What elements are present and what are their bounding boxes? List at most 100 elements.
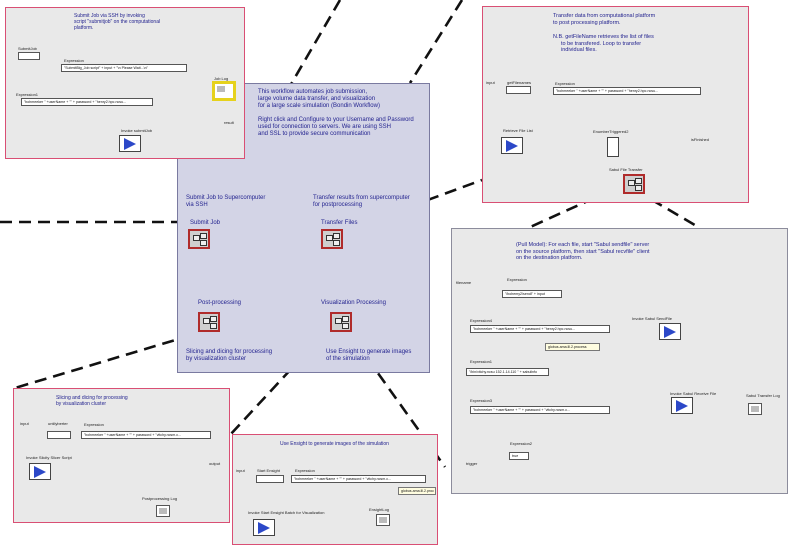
vis-desc-line-2: of the simulation [326,356,370,362]
transfer-files-subworkflow: Transfer data from computational platfor… [482,6,749,203]
getfilenames-field[interactable] [506,86,531,94]
config-note-line-1: Right click and Configure to your Userna… [258,117,414,123]
transfer-panel-desc-2: to post processing platform. [553,19,621,26]
vis-desc-line-1: Use Ensight to generate images [326,349,412,355]
trigger-label: trigger [466,461,478,466]
submit-output-label: result [224,120,234,125]
submit-panel-desc-3: platform. [74,25,94,31]
job-log-label: Job Log [214,76,229,81]
enumerator-label: EnumberTriggered2 [593,129,629,134]
vis-expression-field[interactable]: "bohmeeker " +userName + "" + password +… [291,475,426,483]
sabul-expression-field[interactable]: "/bohemy2/sendl" + input [502,290,562,298]
sabul-file-transfer-actor[interactable] [623,174,645,194]
invoke-sabul-receive-label: Invoke Sabul Receive File [670,391,717,396]
untilyberter-label: untilyberter [48,421,68,426]
submit-expression1-label: Expression1 [16,92,39,97]
invoke-slicer-actor[interactable] [29,463,51,480]
invoke-submitjob-label: Invoke submitJob [121,128,153,133]
filename-input-label: filename [456,280,472,285]
expression3-label: Expression3 [470,398,493,403]
sabul-panel-desc-2: on the source platform, then start "Sabu… [516,248,650,255]
transfer-files-label: Transfer Files [321,220,358,226]
post-panel-desc-1: Slicing and dicing for processing [56,395,128,401]
sabul-transfer-log-label: Sabul Transfer Log [746,393,780,398]
expression4-field[interactable]: "bohmeeker " +userName + "" + password +… [470,325,610,333]
post-input-label: input [20,421,29,426]
post-processing-subworkflow: Slicing and dicing for processing by vis… [13,388,230,523]
workflow-intro-line-1: This workflow automates job submission, [258,89,368,95]
transfer-expression-label: Expression [555,81,575,86]
transfer-desc-line-2: for postprocessing [313,202,363,208]
submitjob-param-field[interactable] [18,52,40,60]
expression3-field[interactable]: "bohmeeker " +userName + "" + password +… [470,406,610,414]
transfer-panel-desc-5: to be transfered. Loop to transfer [561,40,642,47]
expression1-field[interactable]: "/bin/vitchy.ncsu 152.1.14.110 " + sabul… [466,368,549,376]
sabul-panel-desc-3: on the destination platform. [516,255,583,261]
post-panel-desc-2: by visualization cluster [56,401,107,407]
vis-expression-label: Expression [295,468,315,473]
visualization-processing-actor[interactable] [330,312,352,332]
post-expression-field[interactable]: "bohmeeker " +userName + "" + password +… [81,431,211,439]
submit-panel-desc-1: Submit Job via SSH by invoking [74,13,145,19]
submit-desc-line-2: via SSH [186,202,208,208]
start-ensight-label: Start Ensight [257,468,280,473]
vis-panel-desc: Use Ensight to generate images of the si… [280,441,389,447]
retrieve-file-list-actor[interactable] [501,137,523,154]
transfer-files-actor[interactable] [321,229,343,249]
expression2-field[interactable]: true [509,452,529,460]
untilyberter-field[interactable] [47,431,71,439]
sabul-status-note: globus.ama.lll.2.process [545,343,600,351]
submitjob-param-label: SubmitJob [18,46,37,51]
visualization-processing-label: Visualization Processing [321,300,386,306]
sabul-transfer-log-display[interactable] [748,403,762,415]
sabul-expression-label: Expression [507,277,527,282]
expression1-label: Expression1 [470,359,493,364]
expression2-label: Expression2 [510,441,533,446]
invoke-ensight-label: Invoke Start Ensight Batch for Visualiza… [248,510,325,515]
submit-expression-field[interactable]: "SubmitBig_Job script" + input + "\n Ple… [61,64,187,72]
retrieve-file-list-label: Retrieve File List [503,128,533,133]
submit-job-actor[interactable] [188,229,210,249]
submit-expression-label: Expression [64,58,84,63]
vis-input-label: input [236,468,245,473]
workflow-intro-line-2: large volume data transfer, and visualiz… [258,96,376,102]
invoke-ensight-actor[interactable] [253,519,275,536]
transfer-output-label: isFinished [691,137,710,142]
invoke-sabul-receive-actor[interactable] [671,397,693,414]
job-log-display[interactable] [212,81,236,101]
transfer-panel-desc-6: individual files. [561,47,597,53]
ensight-log-display[interactable] [376,514,390,526]
transfer-input-label: input [486,80,495,85]
start-ensight-field[interactable] [256,475,284,483]
post-processing-actor[interactable] [198,312,220,332]
submit-job-subworkflow: Submit Job via SSH by invoking script "s… [5,7,245,159]
visualization-subworkflow: Use Ensight to generate images of the si… [232,434,438,545]
post-desc-line-1: Slicing and dicing for processing [186,349,273,355]
invoke-sabul-sendfile-label: Invoke Sabul SendFile [632,316,673,321]
invoke-slicer-label: Invoke Slicity Slicer Script [26,455,72,460]
postprocessing-log-label: Postprocessing Log [142,496,178,501]
submit-job-label: Submit Job [190,220,221,226]
sabul-transfer-subworkflow: (Pull Model): For each file, start "Sabu… [451,228,788,494]
transfer-panel-desc-4: N.B. getFileName retrieves the list of f… [553,34,654,40]
post-expression-label: Expression [84,422,104,427]
invoke-sabul-sendfile-actor[interactable] [659,323,681,340]
post-desc-line-2: by visualization cluster [186,356,247,362]
config-note-line-3: and SSL to provide secure communication [258,131,371,137]
sabul-file-transfer-label: Sabul File Transfer [609,167,643,172]
transfer-panel-desc-1: Transfer data from computational platfor… [553,13,656,19]
transfer-expression-field[interactable]: "bohmeeker " +userName + "" + password +… [553,87,701,95]
vis-status-note: globus.ama.lll.2.proc [398,487,436,495]
getfilenames-label: getFilenames [507,80,532,85]
enumerator-actor[interactable] [607,137,619,157]
postprocessing-log-display[interactable] [156,505,170,517]
post-output-label: output [209,461,221,466]
submit-desc-line-1: Submit Job to Supercomputer [186,195,266,201]
workflow-intro-line-3: for a large scale simulation (Bondin Wor… [258,103,380,109]
submit-expression1-field[interactable]: "bohmeeker " +userName + "" + password +… [21,98,153,106]
post-processing-label: Post-processing [198,300,242,306]
invoke-submitjob-actor[interactable] [119,135,141,152]
submit-panel-desc-2: script "submitjob" on the computational [74,19,161,25]
sabul-panel-desc-1: (Pull Model): For each file, start "Sabu… [516,242,650,248]
config-note-line-2: used for connection to servers. We are u… [258,124,391,130]
